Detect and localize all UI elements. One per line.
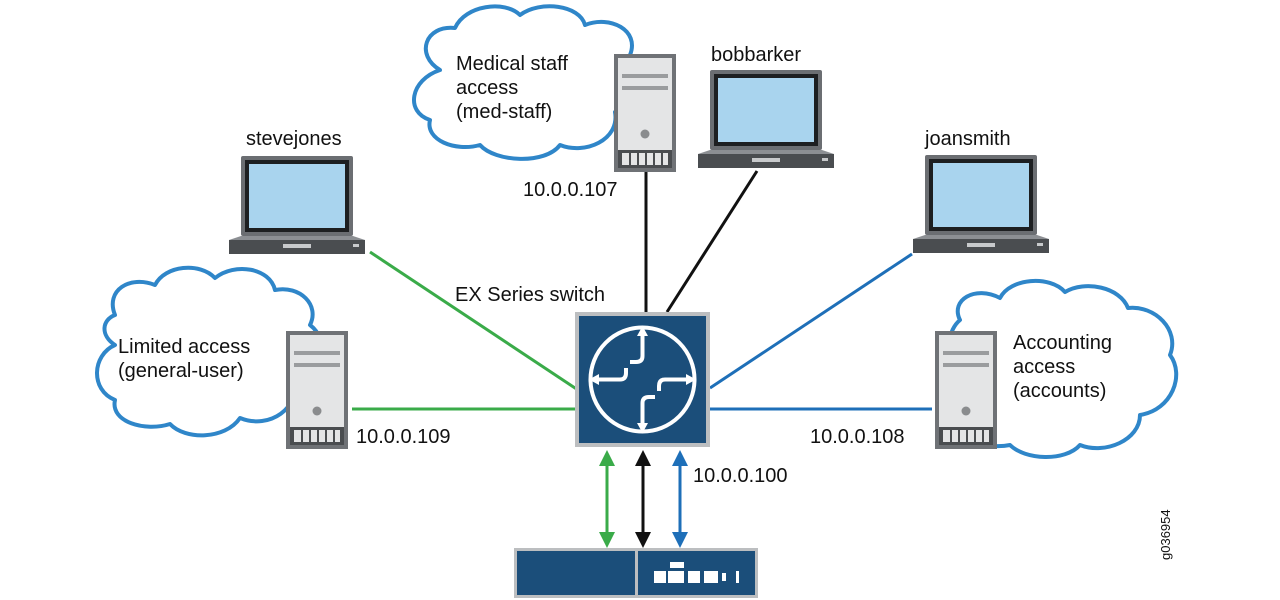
cloud-label-line: access xyxy=(1013,356,1076,378)
cloud-label-line: access xyxy=(456,77,519,99)
laptop-icon xyxy=(698,70,834,168)
laptop-icon xyxy=(913,155,1049,253)
limited-server-ip: 10.0.0.109 xyxy=(356,426,451,448)
accounting-server-ip: 10.0.0.108 xyxy=(810,426,905,448)
server-icon xyxy=(613,53,677,173)
ex-switch xyxy=(575,312,710,447)
links xyxy=(352,170,932,411)
cloud-label-line: (accounts) xyxy=(1013,380,1107,402)
cloud-label-line: Medical staff xyxy=(456,53,568,75)
accounting-cloud-label: Accounting access (accounts) xyxy=(1013,331,1112,403)
link-bobbarker xyxy=(665,170,759,313)
server-icon xyxy=(285,330,349,450)
switch-ip: 10.0.0.100 xyxy=(693,465,788,487)
cloud-label-line: (general-user) xyxy=(118,360,244,382)
link-joansmith xyxy=(709,252,913,390)
uplink-arrows xyxy=(599,450,688,548)
switch-label: EX Series switch xyxy=(455,284,606,306)
medical-server-ip: 10.0.0.107 xyxy=(523,179,618,201)
cloud-label-line: Limited access xyxy=(118,336,251,358)
medical-cloud-label: Medical staff access (med-staff) xyxy=(456,52,568,124)
router-arrows-icon xyxy=(588,325,697,434)
figure-id: g036954 xyxy=(1158,509,1173,560)
user-label-bobbarker: bobbarker xyxy=(711,44,802,66)
server-icon xyxy=(934,330,998,450)
user-label-stevejones: stevejones xyxy=(246,128,342,150)
laptop-icon xyxy=(229,156,365,254)
cloud-label-line: (med-staff) xyxy=(456,101,553,123)
clouds xyxy=(95,4,1179,459)
link-stevejones xyxy=(369,250,579,392)
user-label-joansmith: joansmith xyxy=(925,128,1011,150)
cloud-label-line: Accounting xyxy=(1013,332,1112,354)
authentication-server-icon xyxy=(514,548,758,598)
limited-cloud-label: Limited access (general-user) xyxy=(118,335,250,383)
